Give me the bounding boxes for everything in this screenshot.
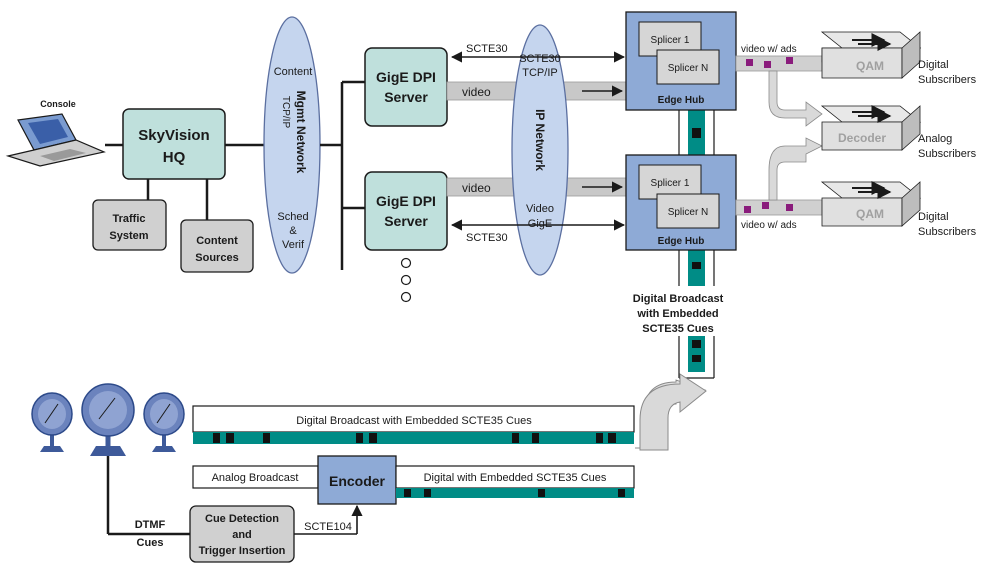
traffic-system-line1: Traffic xyxy=(112,213,145,225)
dpi-server-bottom: GigE DPI Server xyxy=(364,171,448,251)
digital-embedded-bar: Digital with Embedded SCTE35 Cues xyxy=(395,465,635,498)
mgmt-tcpip-label: TCP/IP xyxy=(280,96,291,129)
mgmt-network-title: Mgmt Network xyxy=(294,91,308,174)
digital-broadcast-bar: Digital Broadcast with Embedded SCTE35 C… xyxy=(192,405,635,444)
analog-subs-2: Subscribers xyxy=(918,148,977,160)
splicer-n-top: Splicer N xyxy=(668,63,709,74)
ip-scte30-label: SCTE30 xyxy=(519,53,561,65)
video-ads-bottom-label: video w/ ads xyxy=(741,220,797,231)
traffic-system-box: Traffic System xyxy=(92,199,167,251)
mgmt-amp-label: & xyxy=(289,225,297,237)
video-label-bottom: video xyxy=(462,181,491,195)
video-label-top: video xyxy=(462,85,491,99)
analog-broadcast-label: Analog Broadcast xyxy=(212,472,299,484)
ip-tcpip-label: TCP/IP xyxy=(522,67,557,79)
content-sources-box: Content Sources xyxy=(180,219,254,273)
edge-hub-top-label: Edge Hub xyxy=(658,95,705,106)
satellite-dish-icon xyxy=(31,392,73,452)
mgmt-sched-label: Sched xyxy=(277,211,308,223)
decoder-box: Decoder xyxy=(820,105,922,151)
encoder-label: Encoder xyxy=(329,473,386,489)
digital-subs-bottom-2: Subscribers xyxy=(918,226,977,238)
dtmf-label-line1: DTMF xyxy=(135,519,166,531)
dpi-bottom-line1: GigE DPI xyxy=(376,193,436,209)
db-label-line2: with Embedded xyxy=(636,308,718,320)
ip-video-label: Video xyxy=(526,203,554,215)
digital-broadcast-bar-label: Digital Broadcast with Embedded SCTE35 C… xyxy=(296,415,532,427)
traffic-system-line2: System xyxy=(109,230,148,242)
decoder-label: Decoder xyxy=(838,131,886,145)
ads-band-top xyxy=(735,55,823,72)
cue-detection-line1: Cue Detection xyxy=(205,513,279,525)
analog-subs-1: Analog xyxy=(918,133,952,145)
more-servers-ellipsis xyxy=(400,257,412,303)
dpi-bottom-line2: Server xyxy=(384,213,428,229)
laptop-icon xyxy=(5,113,106,167)
scte104-label: SCTE104 xyxy=(304,521,352,533)
mgmt-verif-label: Verif xyxy=(282,239,305,251)
video-ads-top-label: video w/ ads xyxy=(741,44,797,55)
cue-detection-line2: and xyxy=(232,529,252,541)
skyvision-hq-box: SkyVision HQ xyxy=(122,108,226,180)
mgmt-content-label: Content xyxy=(274,66,313,78)
db-label-line1: Digital Broadcast xyxy=(633,293,724,305)
qam-top: QAM xyxy=(820,31,922,79)
dpi-top-line1: GigE DPI xyxy=(376,69,436,85)
skyvision-hq-line2: HQ xyxy=(163,149,186,166)
digital-subs-bottom-1: Digital xyxy=(918,211,949,223)
analog-branch-arrow-top xyxy=(768,70,823,127)
digital-embedded-label: Digital with Embedded SCTE35 Cues xyxy=(424,472,607,484)
ip-network-ellipse: SCTE30 TCP/IP IP Network Video GigE xyxy=(511,24,569,276)
qam-bottom: QAM xyxy=(820,181,922,227)
qam-bottom-label: QAM xyxy=(856,207,884,221)
splicer-n-bottom: Splicer N xyxy=(668,207,709,218)
scte30-bottom-label: SCTE30 xyxy=(466,232,508,244)
skyvision-hq-line1: SkyVision xyxy=(138,127,209,144)
content-sources-line1: Content xyxy=(196,235,238,247)
satellite-dish-icon xyxy=(81,383,135,456)
dtmf-label-line2: Cues xyxy=(137,537,164,549)
mgmt-network-ellipse: Content Mgmt Network TCP/IP Sched & Veri… xyxy=(263,16,321,274)
cue-detection-box: Cue Detection and Trigger Insertion xyxy=(189,505,295,563)
splicer-1-bottom: Splicer 1 xyxy=(651,178,690,189)
content-sources-line2: Sources xyxy=(195,252,238,264)
ads-band-bottom xyxy=(735,199,823,216)
edge-hub-bottom-label: Edge Hub xyxy=(658,236,705,247)
dpi-top-line2: Server xyxy=(384,89,428,105)
digital-subs-top-2: Subscribers xyxy=(918,74,977,86)
qam-top-label: QAM xyxy=(856,59,884,73)
cue-detection-line3: Trigger Insertion xyxy=(199,545,286,557)
digital-subs-top-1: Digital xyxy=(918,59,949,71)
console-label: Console xyxy=(40,99,76,109)
db-label-line3: SCTE35 Cues xyxy=(642,323,714,335)
ip-gige-label: GigE xyxy=(528,218,552,230)
satellite-dish-icon xyxy=(143,392,185,452)
splicer-1-top: Splicer 1 xyxy=(651,35,690,46)
scte30-top-label: SCTE30 xyxy=(466,43,508,55)
analog-branch-arrow-bottom xyxy=(768,137,823,201)
encoder-box: Encoder xyxy=(317,455,397,505)
edge-hub-top: Splicer 1 Splicer N Edge Hub xyxy=(625,11,737,111)
ip-network-title: IP Network xyxy=(533,109,547,171)
edge-hub-bottom: Splicer 1 Splicer N Edge Hub xyxy=(625,154,737,251)
dpi-server-top: GigE DPI Server xyxy=(364,47,448,127)
